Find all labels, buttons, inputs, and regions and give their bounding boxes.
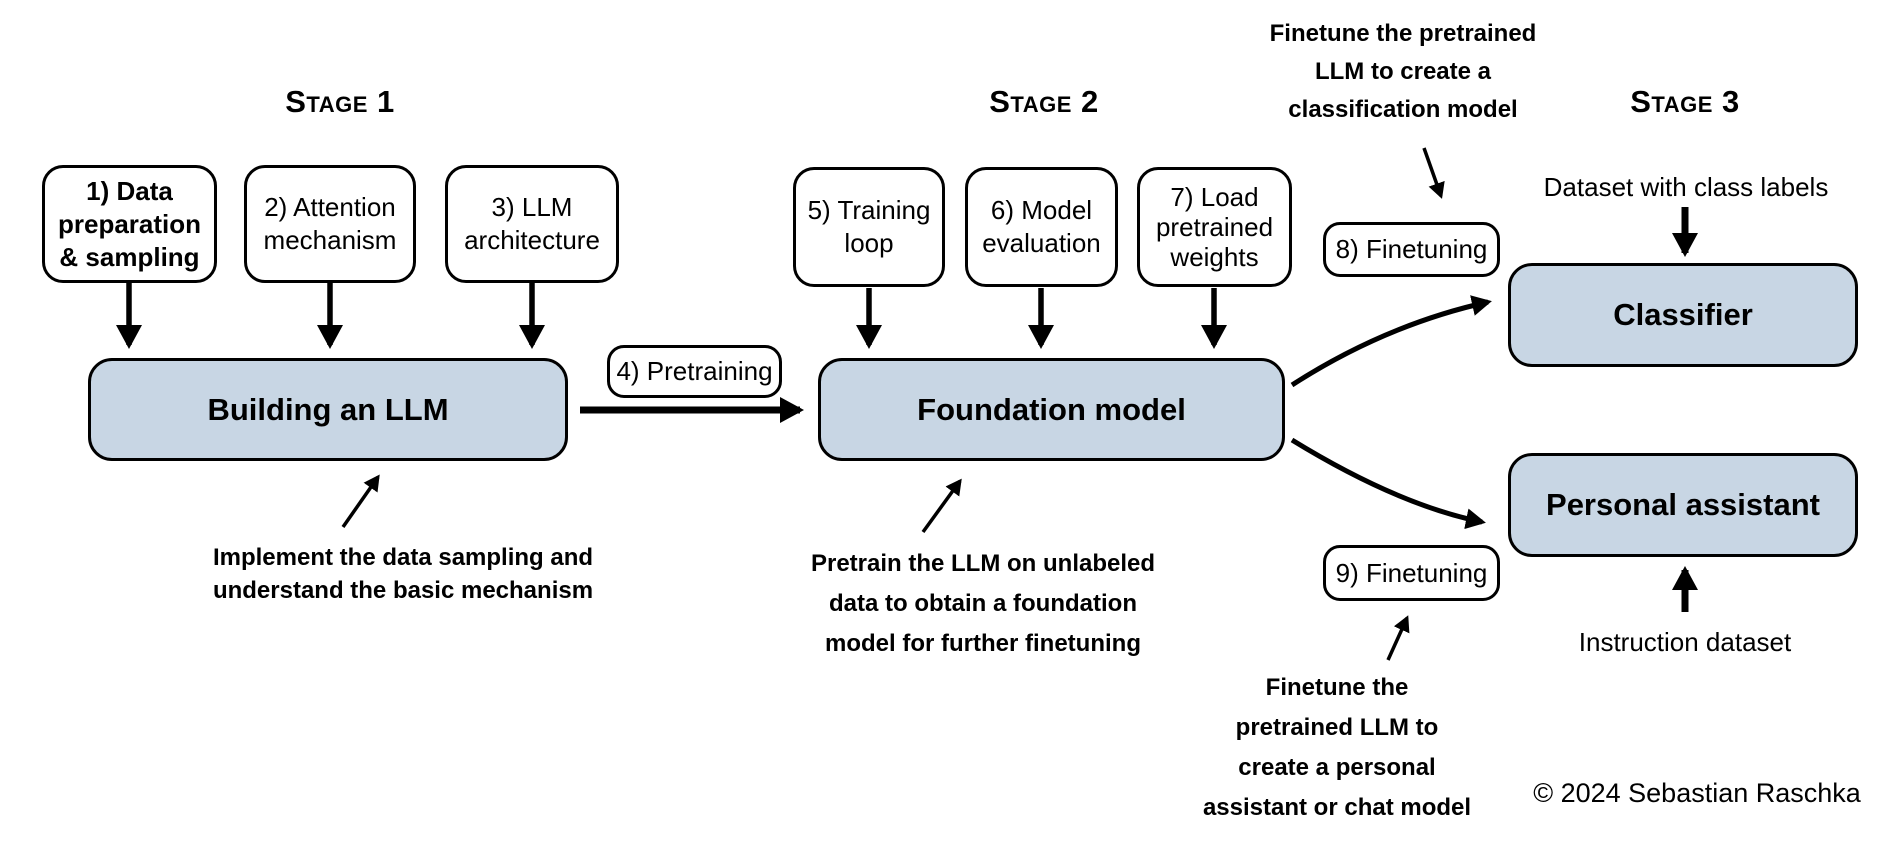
- annotation-line: data to obtain a foundation: [829, 590, 1137, 617]
- annotation-line: create a personal: [1238, 754, 1436, 781]
- annotation-line: Implement the data sampling and: [212, 544, 594, 571]
- label-instruction-dataset: Instruction dataset: [1578, 627, 1792, 657]
- step-box-line: mechanism: [263, 225, 397, 255]
- model-box-building-an-llm: Building an LLM: [88, 358, 568, 461]
- step-box-line: weights: [1170, 242, 1259, 272]
- annotation-line: classification model: [1288, 96, 1518, 123]
- pill-pretraining: 4) Pretraining: [607, 345, 782, 398]
- step-box-line: 6) Model: [990, 195, 1093, 225]
- stage-3-title: Stage 3: [1630, 84, 1740, 119]
- annotation-line: LLM to create a: [1314, 58, 1492, 85]
- arrow-curve-to-assistant: [1290, 437, 1486, 530]
- step-box-line: pretrained: [1155, 212, 1274, 242]
- step-box-line: & sampling: [59, 241, 200, 272]
- annotation-assistant: Finetune the pretrained LLM to create a …: [1197, 668, 1477, 828]
- label-dataset-class-labels: Dataset with class labels: [1543, 172, 1829, 202]
- step-box-line: 1) Data: [86, 175, 173, 206]
- step-box-line: evaluation: [982, 228, 1101, 258]
- annotation-line: Finetune the: [1265, 674, 1409, 701]
- step-box-load-pretrained-weights: 7) Load pretrained weights: [1137, 167, 1292, 287]
- annotation-line: understand the basic mechanism: [212, 577, 594, 604]
- copyright-notice: © 2024 Sebastian Raschka: [1533, 778, 1861, 808]
- step-box-llm-architecture: 3) LLM architecture: [445, 165, 619, 283]
- arrow-annotation-classification: [1422, 147, 1445, 199]
- step-box-model-evaluation: 6) Model evaluation: [965, 167, 1118, 287]
- model-box-personal-assistant: Personal assistant: [1508, 453, 1858, 557]
- arrow-curve-to-classifier: [1290, 295, 1492, 388]
- annotation-line: Finetune the pretrained: [1269, 20, 1537, 47]
- pill-finetuning-8: 8) Finetuning: [1323, 222, 1500, 277]
- step-box-line: preparation: [57, 208, 202, 239]
- step-box-line: 3) LLM: [491, 192, 573, 222]
- model-box-classifier: Classifier: [1508, 263, 1858, 367]
- step-box-line: 2) Attention: [264, 192, 396, 222]
- arrow-annotation-stage2: [921, 478, 962, 534]
- step-box-training-loop: 5) Training loop: [793, 167, 945, 287]
- annotation-line: pretrained LLM to: [1235, 714, 1439, 741]
- step-box-line: loop: [844, 228, 894, 258]
- annotation-line: model for further finetuning: [825, 630, 1141, 657]
- annotation-classification: Finetune the pretrained LLM to create a …: [1263, 15, 1543, 129]
- step-box-line: 5) Training: [807, 195, 931, 225]
- step-box-line: 7) Load: [1170, 182, 1259, 212]
- annotation-line: assistant or chat model: [1202, 794, 1472, 821]
- step-box-line: architecture: [464, 225, 600, 255]
- arrow-annotation-assistant: [1386, 615, 1410, 661]
- pill-finetuning-9: 9) Finetuning: [1323, 545, 1500, 601]
- annotation-line: Pretrain the LLM on unlabeled: [810, 550, 1156, 577]
- annotation-stage1: Implement the data sampling and understa…: [203, 541, 603, 607]
- step-box-data-preparation: 1) Data preparation & sampling: [42, 165, 217, 283]
- stage-2-title: Stage 2: [989, 84, 1099, 119]
- stage-1-title: Stage 1: [285, 84, 395, 119]
- arrow-annotation-stage1: [341, 474, 380, 529]
- step-box-attention-mechanism: 2) Attention mechanism: [244, 165, 416, 283]
- annotation-stage2: Pretrain the LLM on unlabeled data to ob…: [773, 544, 1193, 664]
- model-box-foundation-model: Foundation model: [818, 358, 1285, 461]
